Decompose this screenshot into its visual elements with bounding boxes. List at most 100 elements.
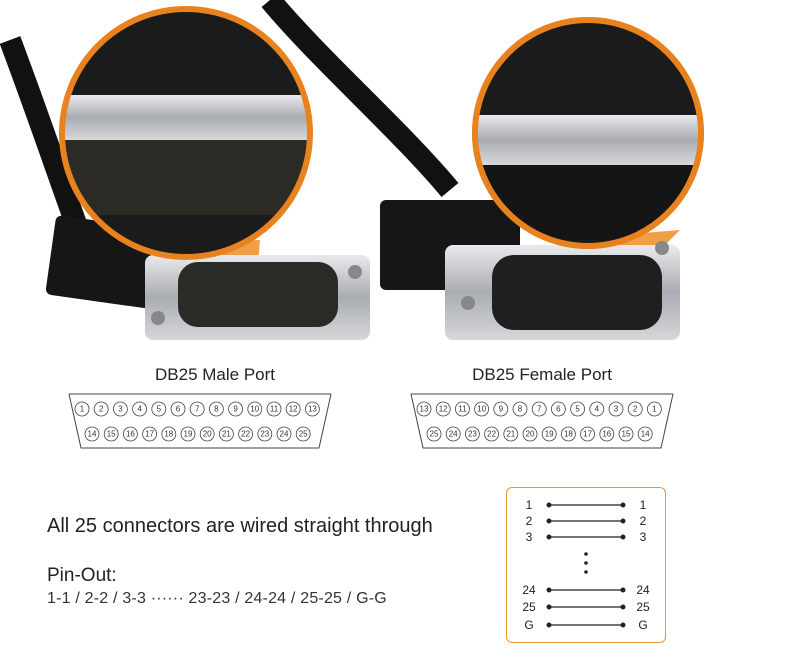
- male-pin-label: 23: [260, 430, 269, 439]
- wire-right-label: 3: [640, 530, 647, 544]
- female-pin-19: [541, 426, 557, 442]
- female-pin-13: [416, 401, 432, 417]
- female-pin-1: [646, 401, 662, 417]
- male-pin-8: [208, 401, 224, 417]
- male-pin-label: 17: [145, 430, 154, 439]
- wire-dot: [620, 622, 626, 628]
- male-pin-label: 18: [164, 430, 173, 439]
- wire-dot: [546, 587, 552, 593]
- headline: All 25 connectors are wired straight thr…: [47, 515, 433, 537]
- male-pin-label: 20: [203, 430, 212, 439]
- female-pin-label: 21: [506, 430, 515, 439]
- wire-left-label: 25: [522, 600, 536, 614]
- male-pin-label: 22: [241, 430, 250, 439]
- female-pin-label: 20: [526, 430, 535, 439]
- male-pin-14: [84, 426, 100, 442]
- female-pin-label: 23: [468, 430, 477, 439]
- female-pin-25: [426, 426, 442, 442]
- female-pin-label: 4: [595, 405, 600, 414]
- wire-left-label: 2: [526, 514, 533, 528]
- male-pin-label: 6: [176, 405, 181, 414]
- male-pin-17: [142, 426, 157, 442]
- male-pin-21: [218, 426, 234, 442]
- female-pin-label: 3: [614, 405, 619, 414]
- female-pin-label: 6: [556, 405, 561, 414]
- male-pin-19: [180, 426, 196, 442]
- wire-dot: [546, 622, 552, 628]
- wire-right-label: G: [638, 618, 647, 632]
- female-pin-3: [608, 401, 624, 417]
- female-pin-label: 10: [477, 405, 486, 414]
- male-pin-20: [199, 426, 215, 442]
- male-port-title: DB25 Male Port: [155, 365, 275, 384]
- male-pin-label: 24: [280, 430, 289, 439]
- wire-right-label: 24: [636, 583, 650, 597]
- pinout-text: 1-1 / 2-2 / 3-3 ······ 23-23 / 24-24 / 2…: [47, 590, 387, 607]
- wire-left-label: 3: [526, 530, 533, 544]
- female-pin-label: 12: [439, 405, 448, 414]
- male-pin-label: 16: [126, 430, 135, 439]
- male-pin-22: [238, 426, 254, 442]
- female-pin-20: [522, 426, 538, 442]
- male-pin-label: 25: [299, 430, 308, 439]
- male-pin-label: 19: [184, 430, 193, 439]
- female-pin-label: 15: [622, 430, 631, 439]
- female-pin-label: 14: [641, 430, 650, 439]
- male-pin-label: 5: [157, 405, 162, 414]
- wire-dot: [620, 587, 626, 593]
- cable-product-photo: [0, 0, 704, 340]
- wire-dot: [620, 604, 626, 610]
- male-pin-3: [113, 401, 128, 417]
- female-pin-9: [493, 401, 509, 417]
- female-pin-label: 5: [575, 405, 580, 414]
- female-pin-18: [560, 426, 576, 442]
- female-pin-label: 9: [499, 405, 504, 414]
- wire-dot: [620, 518, 626, 524]
- wire-left-label: 24: [522, 583, 536, 597]
- male-zoom-circle: [59, 6, 313, 260]
- male-pin-15: [103, 426, 119, 442]
- wire-dot: [620, 534, 626, 540]
- male-pin-4: [132, 401, 147, 417]
- male-pin-25: [295, 426, 311, 442]
- female-port-title: DB25 Female Port: [472, 365, 612, 384]
- female-pin-8: [512, 401, 528, 417]
- female-pin-label: 11: [458, 405, 467, 414]
- male-pin-18: [161, 426, 177, 442]
- wire-dot: [546, 502, 552, 508]
- male-pin-label: 10: [250, 405, 259, 414]
- male-pin-label: 14: [88, 430, 97, 439]
- female-pin-16: [599, 426, 615, 442]
- female-pin-label: 7: [537, 405, 542, 414]
- male-pin-12: [285, 401, 301, 417]
- female-pin-label: 1: [652, 405, 657, 414]
- female-pin-12: [435, 401, 451, 417]
- male-pin-label: 3: [118, 405, 123, 414]
- male-pin-13: [304, 401, 320, 417]
- male-pin-label: 7: [195, 405, 200, 414]
- ellipsis-dot: [584, 570, 588, 574]
- female-pin-7: [531, 401, 547, 417]
- female-connector: [380, 200, 680, 340]
- male-pin-16: [123, 426, 138, 442]
- male-pin-24: [276, 426, 292, 442]
- male-pin-9: [228, 401, 244, 417]
- female-pin-label: 16: [602, 430, 611, 439]
- female-pin-6: [550, 401, 566, 417]
- female-zoom-circle: [472, 17, 704, 249]
- male-pin-label: 9: [233, 405, 238, 414]
- male-pin-label: 15: [107, 430, 116, 439]
- male-pin-23: [257, 426, 273, 442]
- female-pin-21: [503, 426, 519, 442]
- female-pin-label: 13: [420, 405, 429, 414]
- male-pin-11: [266, 401, 282, 417]
- male-pin-6: [170, 401, 186, 417]
- male-pin-1: [74, 401, 90, 417]
- male-pin-label: 21: [222, 430, 231, 439]
- female-pin-5: [570, 401, 586, 417]
- female-pin-11: [455, 401, 470, 417]
- male-pin-label: 1: [80, 405, 85, 414]
